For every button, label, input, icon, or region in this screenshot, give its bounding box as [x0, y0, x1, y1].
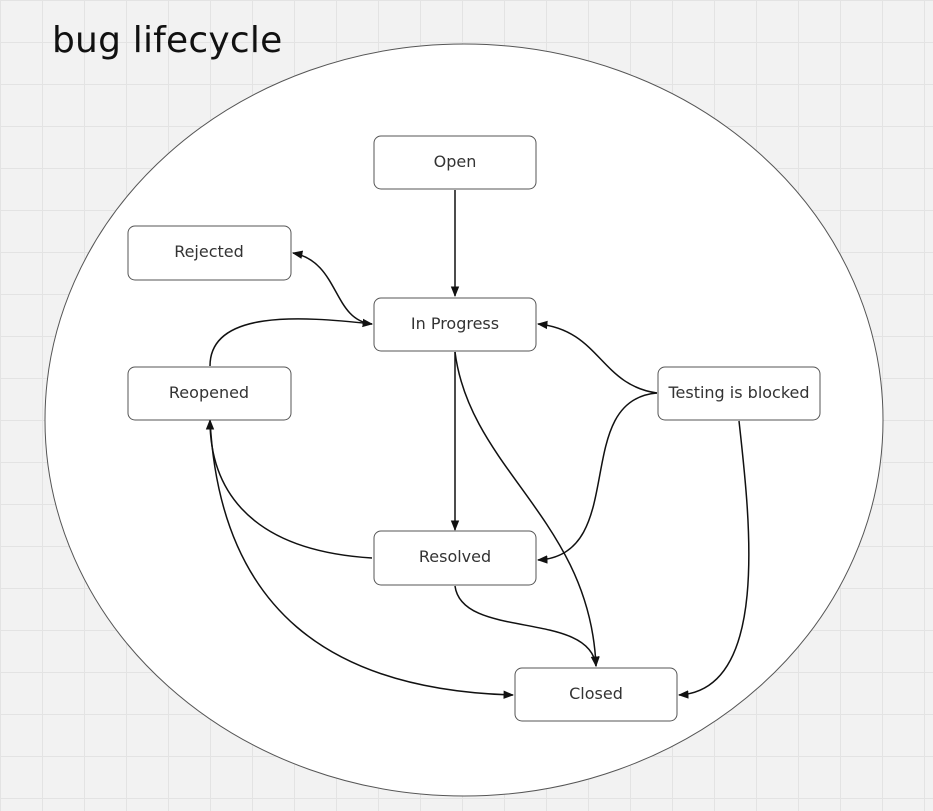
node-closed-label: Closed — [569, 684, 623, 703]
node-resolved[interactable]: Resolved — [373, 530, 537, 586]
node-in-progress[interactable]: In Progress — [373, 297, 537, 352]
node-rejected[interactable]: Rejected — [127, 225, 292, 281]
edge-reopened-to-in-progress — [209, 318, 374, 367]
node-open[interactable]: Open — [373, 135, 537, 190]
edges — [205, 190, 750, 699]
node-closed[interactable]: Closed — [514, 667, 678, 722]
edge-in-progress-to-rejected — [291, 250, 373, 325]
edge-reopened-to-closed — [209, 419, 515, 699]
edge-testing-blocked-to-closed — [677, 420, 750, 699]
edge-resolved-to-closed — [454, 585, 600, 668]
node-testing-blocked-label: Testing is blocked — [667, 383, 809, 402]
edge-testing-blocked-to-in-progress — [536, 320, 658, 394]
node-reopened[interactable]: Reopened — [127, 366, 292, 421]
node-open-label: Open — [434, 152, 477, 171]
node-rejected-label: Rejected — [174, 242, 244, 261]
node-in-progress-label: In Progress — [411, 314, 499, 333]
edge-in-progress-to-closed — [454, 351, 600, 668]
node-testing-blocked[interactable]: Testing is blocked — [657, 366, 821, 421]
edge-testing-blocked-to-resolved — [536, 392, 658, 564]
board-title: bug lifecycle — [52, 20, 283, 61]
node-resolved-label: Resolved — [419, 547, 491, 566]
node-reopened-label: Reopened — [169, 383, 249, 402]
